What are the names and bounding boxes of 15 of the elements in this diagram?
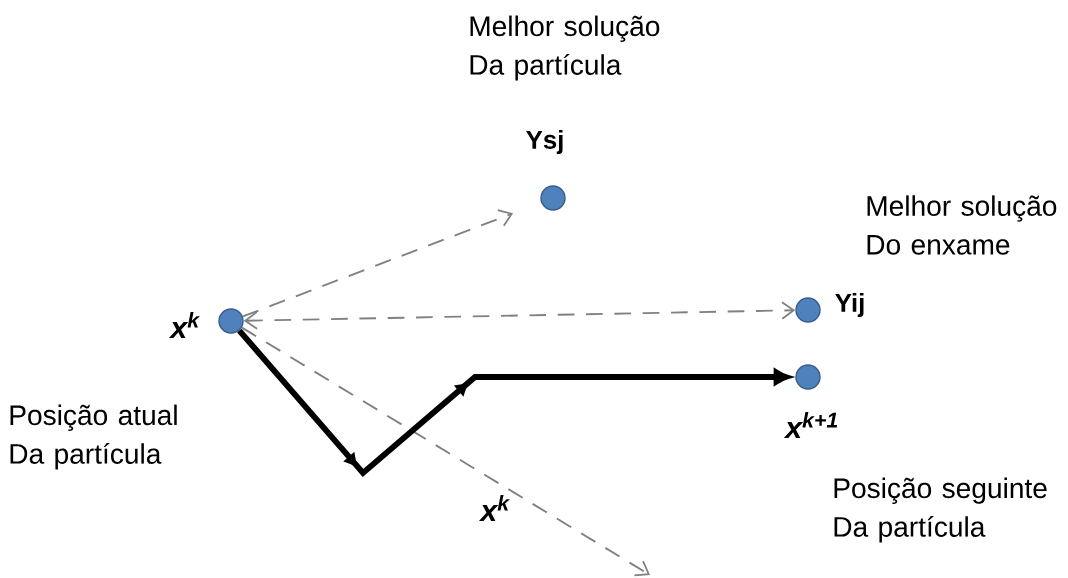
description-text: Posição atual Da partícula bbox=[10, 404, 177, 470]
point-symbol: x$^{k}$ bbox=[478, 495, 510, 521]
dashed-arrow bbox=[241, 209, 514, 318]
dashed-arrow bbox=[243, 301, 796, 330]
point-dot bbox=[795, 297, 821, 323]
description-text: Posição seguinte Da partícula bbox=[834, 477, 1047, 543]
point-dot bbox=[795, 364, 821, 390]
description-text: Melhor solução Da partícula bbox=[470, 15, 660, 81]
point-dot bbox=[218, 308, 244, 334]
point-symbol: x$^{k}$ bbox=[168, 312, 200, 338]
description-text: Melhor solução Do enxame bbox=[867, 195, 1057, 255]
point-symbol: x$^{k+1}$ bbox=[783, 412, 838, 438]
point-name: Yij bbox=[835, 293, 864, 317]
point-name: Ysj bbox=[526, 130, 563, 154]
point-dot bbox=[540, 185, 566, 211]
